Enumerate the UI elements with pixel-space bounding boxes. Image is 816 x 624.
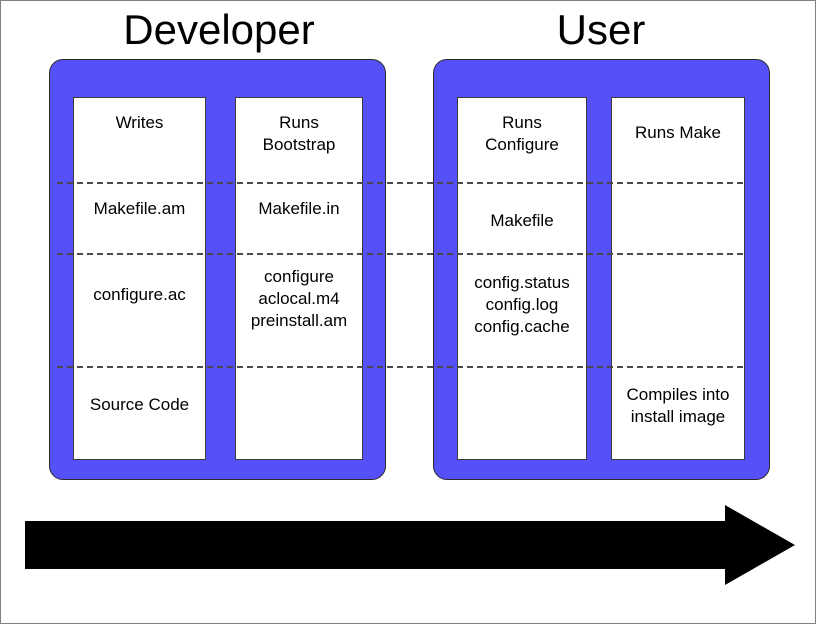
cell-bootstrap-action: Runs Bootstrap <box>236 112 362 156</box>
cell-compiles-line1: Compiles into <box>626 385 730 404</box>
page-title-user: User <box>556 6 646 53</box>
cell-generated-files-line1: configure <box>264 267 334 286</box>
column-user-make: Runs Make Compiles into install image <box>611 97 745 460</box>
row-separator-3 <box>57 366 743 368</box>
cell-makefile-am: Makefile.am <box>93 199 186 218</box>
cell-generated-files-line2: aclocal.m4 <box>258 289 340 308</box>
cell-configure-action: Runs Configure <box>458 112 586 156</box>
cell-bootstrap-action-line1: Runs <box>279 113 319 132</box>
row-separator-1 <box>57 182 743 184</box>
cell-compiles-line2: install image <box>630 407 726 426</box>
cell-make-action: Runs Make <box>635 123 721 142</box>
column-developer-bootstrap: Runs Bootstrap Makefile.in configure acl… <box>235 97 363 460</box>
page-title-developer: Developer <box>123 6 315 53</box>
cell-configure-action-line1: Runs <box>502 113 542 132</box>
cell-bootstrap-action-line2: Bootstrap <box>262 135 336 154</box>
cell-config-files: config.status config.log config.cache <box>458 272 586 338</box>
cell-generated-files: configure aclocal.m4 preinstall.am <box>236 266 362 332</box>
cell-generated-files-line3: preinstall.am <box>250 311 348 330</box>
row-separator-2 <box>57 253 743 255</box>
cell-makefile-in: Makefile.in <box>258 199 340 218</box>
column-user-configure: Runs Configure Makefile config.status co… <box>457 97 587 460</box>
cell-configure-ac: configure.ac <box>93 285 186 304</box>
cell-config-files-line1: config.status <box>474 273 570 292</box>
cell-config-files-line3: config.cache <box>474 317 570 336</box>
cell-writes-action: Writes <box>115 113 164 132</box>
cell-configure-action-line2: Configure <box>485 135 559 154</box>
time-flow-arrow-icon <box>25 505 795 585</box>
cell-compiles-install-image: Compiles into install image <box>612 384 744 428</box>
cell-source-code: Source Code <box>89 395 190 414</box>
column-developer-writes: Writes Makefile.am configure.ac Source C… <box>73 97 206 460</box>
cell-makefile: Makefile <box>490 211 554 230</box>
cell-config-files-line2: config.log <box>485 295 559 314</box>
